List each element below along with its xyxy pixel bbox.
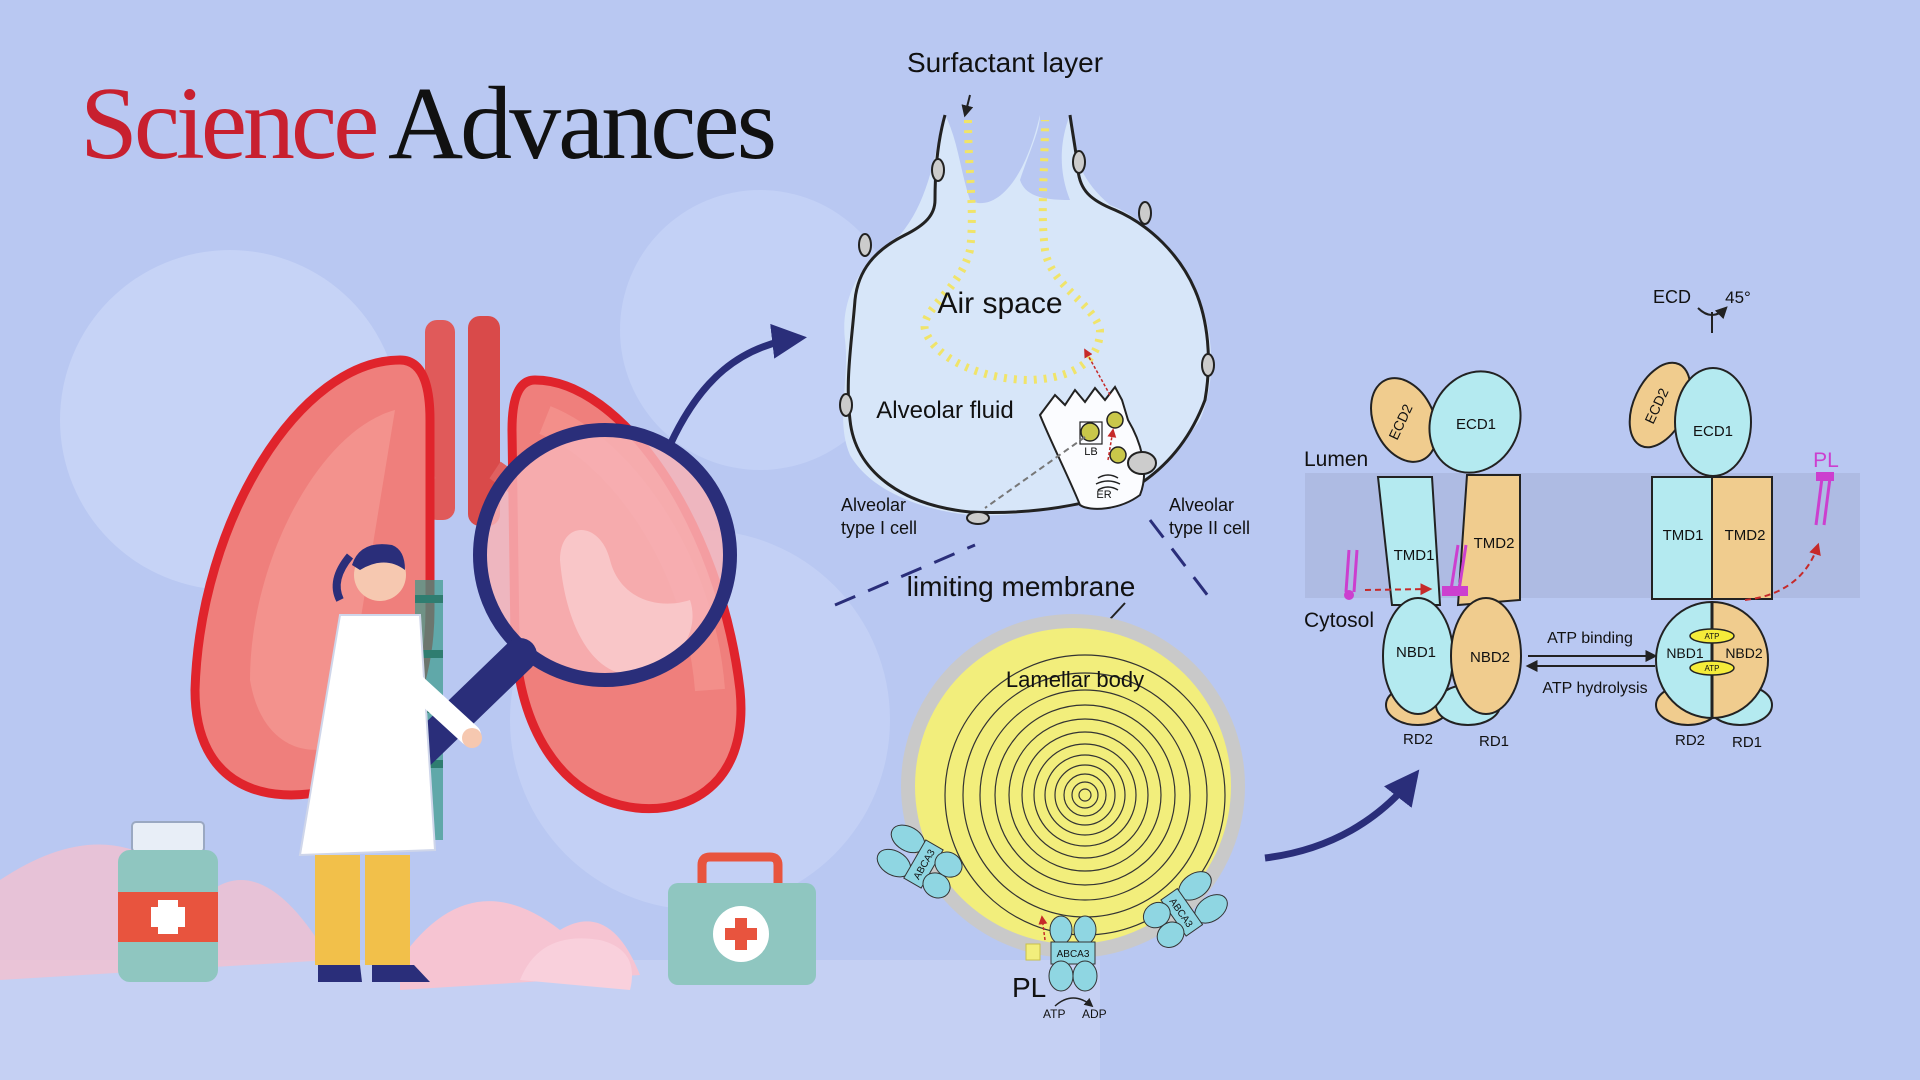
flow-arrow-icon	[1264, 769, 1420, 862]
logo-word-science: Science	[80, 66, 376, 181]
cytosol-label: Cytosol	[1304, 609, 1374, 632]
nbd1-label: NBD1	[1396, 644, 1436, 661]
ecd1-label: ECD1	[1456, 416, 1496, 433]
tmd1-label: TMD1	[1663, 527, 1704, 544]
magnifying-glass-icon	[353, 423, 737, 817]
er-label: ER	[1096, 489, 1111, 501]
rd2-label: RD2	[1403, 731, 1433, 748]
rd1-label: RD1	[1479, 733, 1509, 750]
type1-cell-label-line2: type I cell	[841, 518, 917, 538]
alveolus-diagram: Surfactant layer Air space Alveolar flui…	[834, 47, 1250, 607]
journal-logo: Science Advances	[80, 66, 777, 181]
pl-released-label: PL	[1813, 449, 1839, 472]
type1-cell-label: Alveolar	[841, 495, 906, 515]
transporter-mechanism-diagram: Lumen Cytosol ECD2 ECD1 TMD1 TMD2 NBD1 N…	[1304, 287, 1860, 751]
rd2-label: RD2	[1675, 732, 1705, 749]
lamellar-body-diagram: limiting membrane Lamellar body ABCA3	[876, 571, 1245, 1021]
abca3-transporter: ABCA3	[1048, 915, 1098, 992]
atp-hydrolysis-label: ATP hydrolysis	[1542, 680, 1647, 697]
rotation-angle-label: 45°	[1725, 288, 1751, 307]
abca3-label: ABCA3	[1057, 949, 1090, 960]
medicine-bottle-icon	[118, 821, 218, 982]
phospholipid-icon	[1025, 943, 1041, 961]
tmd2-label: TMD2	[1725, 527, 1766, 544]
ecd1-label: ECD1	[1693, 423, 1733, 440]
nbd1-label: NBD1	[1666, 645, 1704, 661]
flow-arrow-icon	[666, 323, 807, 447]
transporter-closed-state: ECD 45° ATP ATP PL ECD2 ECD1 TMD1 TMD2	[1628, 287, 1839, 751]
lb-label: LB	[1084, 446, 1097, 458]
doctor-figure	[298, 544, 482, 982]
lumen-label: Lumen	[1304, 448, 1368, 471]
air-space-label: Air space	[937, 287, 1062, 320]
first-aid-kit-icon	[668, 852, 816, 985]
nbd2-label: NBD2	[1470, 649, 1510, 666]
atp-label: ATP	[1705, 664, 1720, 673]
transporter-open-state: ECD2 ECD1 TMD1 TMD2 NBD1 NBD2 RD2 RD1	[1344, 370, 1522, 750]
logo-word-advances: Advances	[388, 66, 774, 181]
surfactant-layer-label: Surfactant layer	[907, 47, 1103, 78]
nbd2-label: NBD2	[1725, 645, 1763, 661]
tmd2-label: TMD2	[1474, 535, 1515, 552]
adp-label: ADP	[1082, 1007, 1107, 1021]
type2-cell-label-line2: type II cell	[1169, 518, 1250, 538]
tmd1-label: TMD1	[1394, 547, 1435, 564]
ecd-rotation-label: ECD	[1653, 287, 1691, 307]
atp-label: ATP	[1705, 632, 1720, 641]
atp-binding-label: ATP binding	[1547, 630, 1633, 647]
limiting-membrane-label: limiting membrane	[907, 571, 1136, 602]
rd1-label: RD1	[1732, 734, 1762, 751]
alveolar-fluid-label: Alveolar fluid	[876, 397, 1013, 424]
atp-label: ATP	[1043, 1007, 1065, 1021]
lamellar-body-label: Lamellar body	[1006, 667, 1144, 692]
abca3-transporter: ABCA3	[876, 824, 963, 899]
type2-cell-label: Alveolar	[1169, 495, 1234, 515]
pl-label: PL	[1012, 972, 1046, 1003]
abca3-transporter: ABCA3	[1142, 871, 1228, 948]
